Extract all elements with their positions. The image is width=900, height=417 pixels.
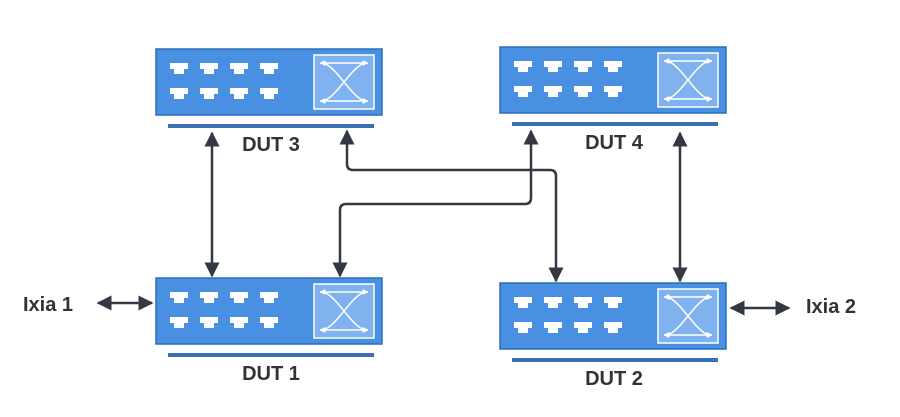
dut3-label: DUT 3 [242, 134, 300, 156]
network-switch-icon [500, 283, 726, 349]
network-switch-icon [156, 278, 382, 344]
dut1-label: DUT 1 [242, 363, 300, 385]
dut4-label: DUT 4 [585, 132, 644, 154]
network-switch-icon [156, 49, 382, 115]
links [96, 129, 791, 316]
dut4-switch: DUT 4 [500, 47, 726, 154]
dut2-switch: DUT 2 [500, 283, 726, 390]
dut3-switch: DUT 3 [156, 49, 382, 156]
ixia1-label: Ixia 1 [23, 294, 73, 316]
network-switch-icon [500, 47, 726, 113]
dut2-label: DUT 2 [585, 368, 643, 390]
ixia2-label: Ixia 2 [806, 296, 856, 318]
link-dut3-dut2 [339, 129, 564, 283]
dut1-switch: DUT 1 [156, 278, 382, 385]
link-dut4-dut1 [332, 129, 539, 278]
